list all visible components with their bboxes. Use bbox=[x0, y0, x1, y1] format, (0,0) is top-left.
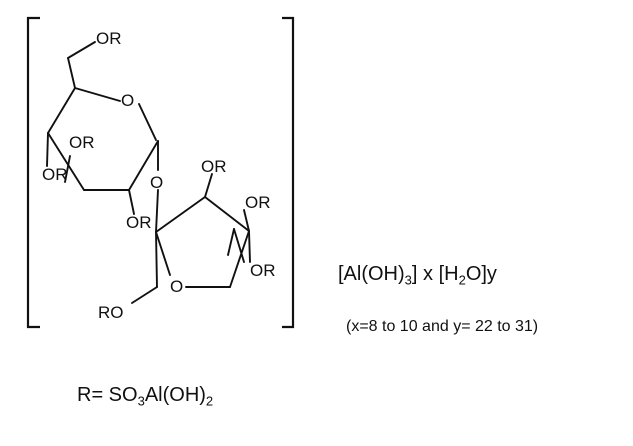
r-middle: Al(OH) bbox=[144, 384, 206, 406]
glycosidic-oxygen-label: O bbox=[150, 173, 163, 192]
hydrate-subscript-3: 3 bbox=[404, 272, 412, 288]
r-definition: R= SO3Al(OH)2 bbox=[77, 384, 214, 409]
hydrate-subscript-2: 2 bbox=[458, 272, 466, 288]
right-bracket bbox=[282, 16, 295, 329]
or-c3-label: OR bbox=[126, 213, 152, 232]
hydrate-prefix: [Al(OH) bbox=[338, 263, 405, 285]
r-subscript-2: 2 bbox=[205, 393, 214, 409]
or-furanose-right-label: OR bbox=[245, 193, 271, 212]
hydrate-middle: ] x [H bbox=[411, 263, 459, 285]
ring-oxygen-label: O bbox=[121, 91, 134, 110]
furanose-oxygen-label: O bbox=[170, 277, 183, 296]
r-subscript-3: 3 bbox=[137, 393, 145, 409]
or-furanose-lower-label: OR bbox=[250, 261, 276, 280]
left-bracket bbox=[26, 16, 40, 329]
hydrate-formula: [Al(OH)3] x [H2O]y bbox=[338, 263, 497, 288]
or-c6-label: OR bbox=[96, 29, 122, 48]
pyranose-bonds bbox=[46, 41, 159, 215]
or-c4-upper-label: OR bbox=[69, 133, 95, 152]
ro-left-label: RO bbox=[98, 303, 124, 322]
or-furanose-top-label: OR bbox=[201, 157, 227, 176]
furanose-bonds bbox=[131, 173, 251, 304]
ratio-note: (x=8 to 10 and y= 22 to 31) bbox=[346, 318, 539, 335]
or-c4-lower-label: OR bbox=[42, 165, 68, 184]
hydrate-suffix: O]y bbox=[465, 263, 497, 285]
r-prefix: R= SO bbox=[77, 384, 138, 406]
